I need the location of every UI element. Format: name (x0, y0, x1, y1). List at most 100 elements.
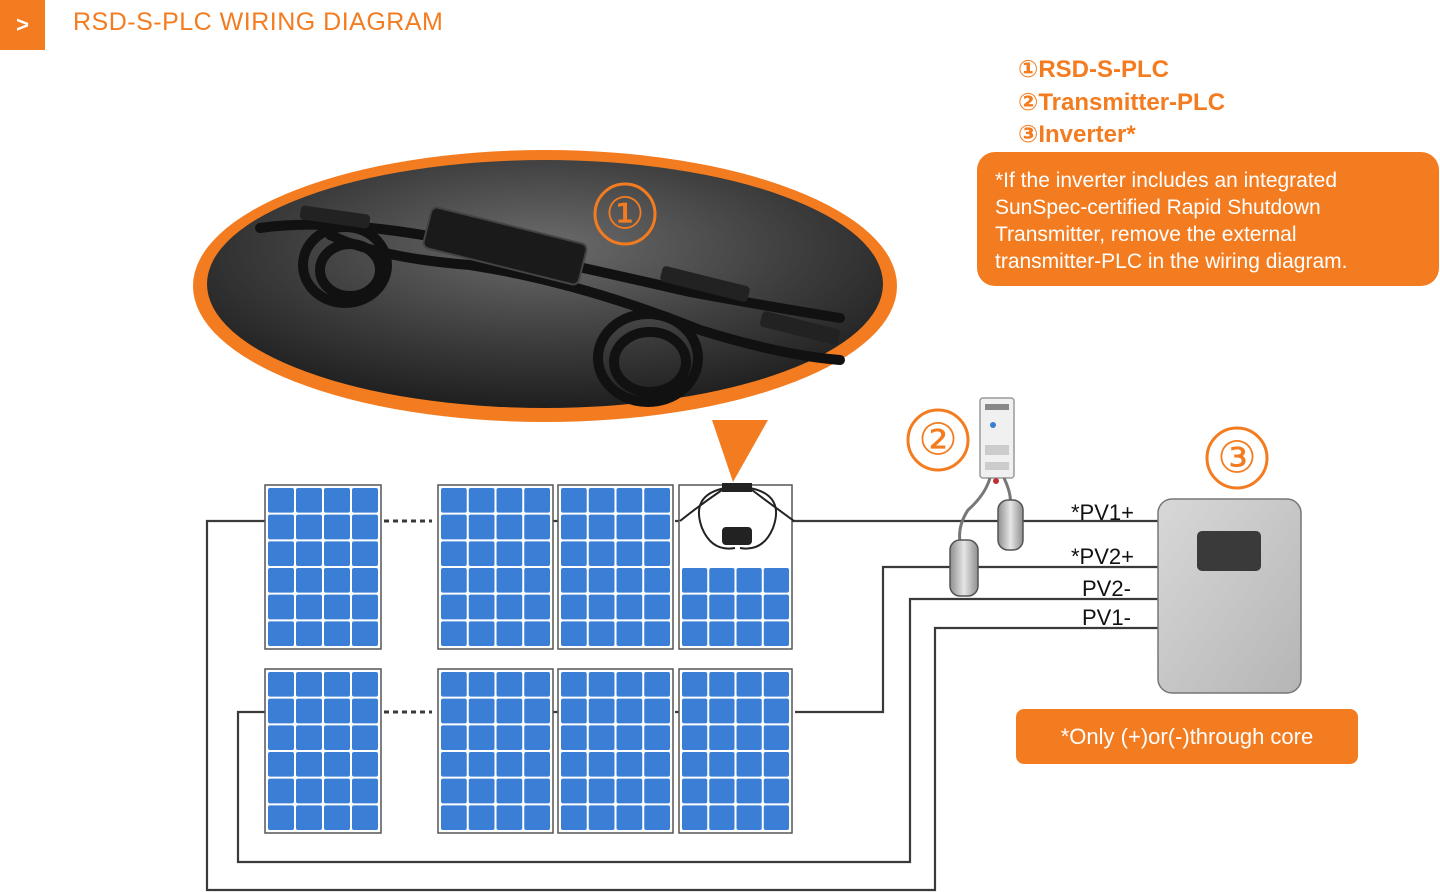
panel-cell (616, 514, 643, 540)
rsd-callout-bubble: ① (193, 150, 897, 482)
panel-cell (296, 778, 322, 804)
panel-cell (468, 621, 495, 646)
panel-cell (324, 514, 350, 540)
panel-cell (352, 805, 378, 830)
panel-cell (616, 594, 643, 620)
panel-cell (268, 672, 294, 697)
panel-cell (763, 594, 789, 620)
panel-cell (588, 514, 615, 540)
panel-cell (682, 594, 708, 620)
panel-cell (588, 568, 615, 593)
panel-cell (682, 752, 708, 777)
panel-cell (561, 778, 587, 804)
ferrite-core-pv1 (997, 499, 1024, 551)
panel-cell (324, 672, 350, 697)
panel-cell (561, 725, 587, 750)
panel-cell (682, 725, 708, 750)
note-line: Transmitter, remove the external (995, 223, 1297, 246)
panel-cell (736, 725, 762, 750)
panel-cell (682, 698, 708, 724)
panel-cell (352, 594, 378, 620)
top-string-wire (205, 519, 1158, 892)
panel-cell (524, 672, 550, 697)
panel-cell (763, 805, 789, 830)
callout-number-inverter: ③ (1217, 433, 1256, 484)
panel-cell (644, 514, 670, 540)
panel-cell (324, 752, 350, 777)
panel-cell (709, 672, 735, 697)
panel-cell (561, 698, 587, 724)
panel-cell (496, 725, 523, 750)
panel-cell (524, 698, 550, 724)
callout-number-transmitter: ② (918, 415, 957, 466)
panel-cell (736, 698, 762, 724)
panel-cell (524, 594, 550, 620)
panel-cell (296, 698, 322, 724)
panel-cell (588, 672, 615, 697)
panel-cell (682, 805, 708, 830)
panel-cell (441, 488, 467, 513)
panel-cell (324, 778, 350, 804)
panel-cell (468, 752, 495, 777)
panel-cell (441, 568, 467, 593)
panel-cell (468, 672, 495, 697)
panel-cell (441, 805, 467, 830)
note-line: SunSpec-certified Rapid Shutdown (995, 196, 1321, 219)
panel-cell (709, 752, 735, 777)
panel-cell (736, 594, 762, 620)
panel-cell (524, 488, 550, 513)
section-marker: > (0, 0, 45, 50)
panel-cell (709, 621, 735, 646)
note-line: *If the inverter includes an integrated (995, 169, 1338, 192)
panel-cell (616, 725, 643, 750)
panel-cell (496, 672, 523, 697)
legend-item-rsd: ①RSD-S-PLC (1018, 56, 1169, 83)
callout-circle-2 (906, 408, 970, 472)
panel-cell (496, 805, 523, 830)
panel-cell (441, 621, 467, 646)
panel-cell (468, 568, 495, 593)
panel-cell (268, 514, 294, 540)
panel-cell (324, 568, 350, 593)
panel-cell (268, 752, 294, 777)
legend-item-transmitter: ②Transmitter-PLC (1018, 88, 1226, 116)
panel-cell (561, 672, 587, 697)
panel-cell (561, 541, 587, 566)
panel-cell (524, 514, 550, 540)
component-legend: ①RSD-S-PLC ②Transmitter-PLC ③Inverter* (1018, 54, 1225, 152)
core-note: *Only (+)or(-)through core (1016, 709, 1358, 764)
page-title: RSD-S-PLC WIRING DIAGRAM (73, 8, 444, 36)
solar-panels (264, 484, 793, 834)
callout-circle-1 (593, 182, 657, 246)
panel-cell (496, 488, 523, 513)
panel-cell (441, 541, 467, 566)
panel-cell (644, 805, 670, 830)
panel-cell (296, 594, 322, 620)
panel-cell (763, 725, 789, 750)
panel-cell (296, 514, 322, 540)
panel-cell (352, 568, 378, 593)
panel-cell (644, 621, 670, 646)
panel-cell (268, 541, 294, 566)
panel-cell (561, 594, 587, 620)
panel-cell (644, 752, 670, 777)
panel-cell (588, 621, 615, 646)
panel-cell (268, 805, 294, 830)
panel-cell (296, 621, 322, 646)
panel-cell (352, 725, 378, 750)
wires (205, 519, 1158, 892)
panel-cell (736, 778, 762, 804)
inverter-note: *If the inverter includes an integrated … (977, 152, 1439, 286)
panel-cell (709, 805, 735, 830)
panel-cell (644, 725, 670, 750)
panel-cell (644, 698, 670, 724)
panel-cell (588, 778, 615, 804)
pv2-plus-wire (795, 565, 1158, 714)
panel-cell (324, 621, 350, 646)
panel-cell (736, 568, 762, 593)
panel-cell (588, 594, 615, 620)
panel-cell (616, 621, 643, 646)
panel-cell (616, 698, 643, 724)
panel-cell (296, 805, 322, 830)
panel-cell (524, 541, 550, 566)
